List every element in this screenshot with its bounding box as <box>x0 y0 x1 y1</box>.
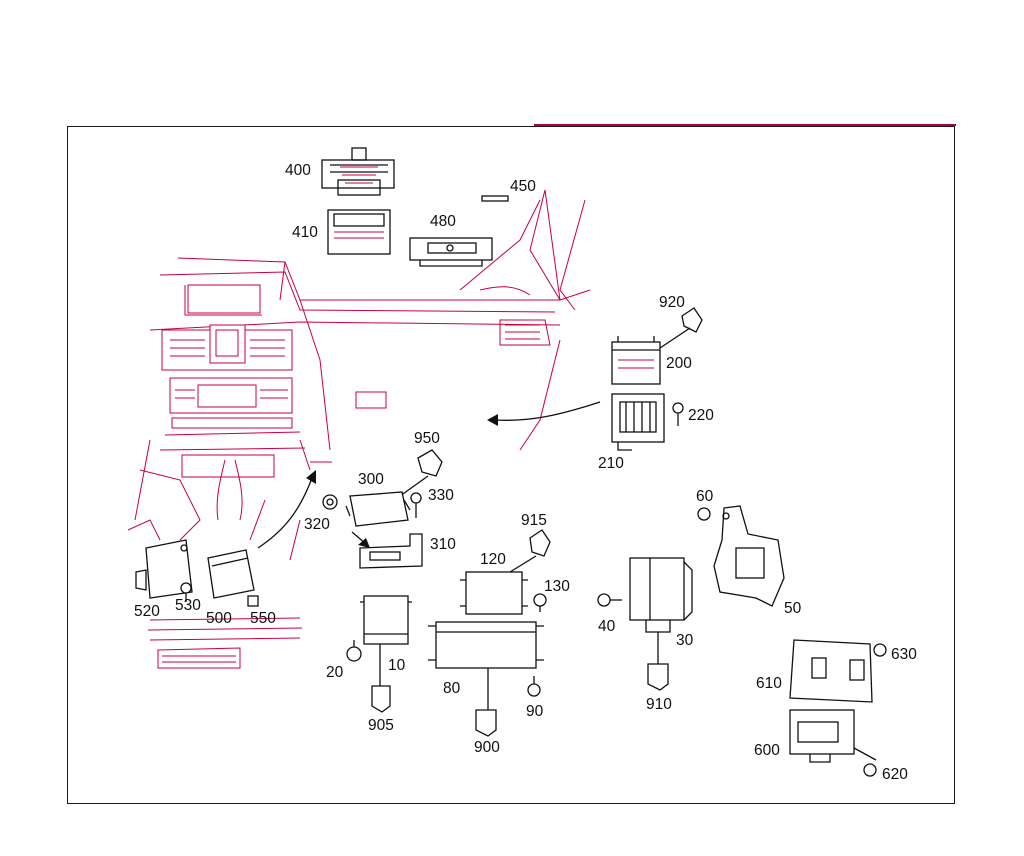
part-600 <box>789 709 877 763</box>
callout-90: 90 <box>526 703 544 720</box>
callout-30: 30 <box>676 632 694 649</box>
part-220 <box>672 402 684 426</box>
callout-300: 300 <box>358 471 384 488</box>
part-500 <box>207 549 255 599</box>
part-120 <box>460 571 528 615</box>
part-610 <box>789 639 873 703</box>
callout-600: 600 <box>754 742 780 759</box>
callout-520: 520 <box>134 603 160 620</box>
part-330 <box>410 492 422 518</box>
part-60 <box>697 507 711 521</box>
part-910 <box>647 663 669 691</box>
part-400 <box>321 147 395 196</box>
arrow-head-bracket <box>358 538 370 548</box>
part-410 <box>327 209 391 255</box>
callout-920: 920 <box>659 294 685 311</box>
callout-905: 905 <box>368 717 394 734</box>
part-950 <box>417 449 443 477</box>
callout-915: 915 <box>521 512 547 529</box>
callout-130: 130 <box>544 578 570 595</box>
arrow-glovebox <box>494 401 601 421</box>
part-30 <box>629 557 693 664</box>
part-520 <box>135 539 193 599</box>
callout-410: 410 <box>292 224 318 241</box>
callout-550: 550 <box>250 610 276 627</box>
part-320 <box>322 494 338 510</box>
part-530 <box>180 582 192 602</box>
leader-950 <box>399 475 429 497</box>
callout-630: 630 <box>891 646 917 663</box>
part-620 <box>863 763 877 777</box>
arrow-head-console <box>306 470 316 484</box>
part-310 <box>359 533 423 569</box>
callout-500: 500 <box>206 610 232 627</box>
callout-310: 310 <box>430 536 456 553</box>
part-130 <box>533 593 547 612</box>
arrow-head-glovebox <box>487 414 498 426</box>
callout-40: 40 <box>598 618 616 635</box>
part-20 <box>346 640 362 662</box>
arrow-console <box>257 477 313 549</box>
part-915 <box>529 529 551 557</box>
callout-610: 610 <box>756 675 782 692</box>
part-550 <box>247 595 259 607</box>
leader-920 <box>659 327 691 349</box>
callout-400: 400 <box>285 162 311 179</box>
dashboard-outline <box>127 189 591 669</box>
callout-320: 320 <box>304 516 330 533</box>
part-905 <box>371 685 391 713</box>
callout-910: 910 <box>646 696 672 713</box>
part-200 <box>611 336 661 385</box>
part-920 <box>681 307 703 333</box>
part-80 <box>428 621 544 710</box>
callout-220: 220 <box>688 407 714 424</box>
callout-480: 480 <box>430 213 456 230</box>
callout-200: 200 <box>666 355 692 372</box>
leader-915 <box>509 555 537 573</box>
part-90 <box>527 676 541 697</box>
callout-330: 330 <box>428 487 454 504</box>
callout-120: 120 <box>480 551 506 568</box>
callout-900: 900 <box>474 739 500 756</box>
part-40 <box>597 593 622 607</box>
part-480 <box>409 237 493 267</box>
part-450 <box>481 195 509 202</box>
part-300 <box>345 491 411 527</box>
diagram-frame <box>67 126 955 804</box>
callout-450: 450 <box>510 178 536 195</box>
callout-10: 10 <box>388 657 406 674</box>
part-210 <box>611 393 665 451</box>
callout-950: 950 <box>414 430 440 447</box>
callout-20: 20 <box>326 664 344 681</box>
part-900 <box>475 709 497 737</box>
callout-210: 210 <box>598 455 624 472</box>
callout-80: 80 <box>443 680 461 697</box>
part-630 <box>873 643 887 657</box>
callout-530: 530 <box>175 597 201 614</box>
callout-620: 620 <box>882 766 908 783</box>
part-10 <box>360 595 412 686</box>
frame-top-accent <box>534 124 956 126</box>
callout-50: 50 <box>784 600 802 617</box>
callout-60: 60 <box>696 488 714 505</box>
part-50 <box>713 505 785 607</box>
